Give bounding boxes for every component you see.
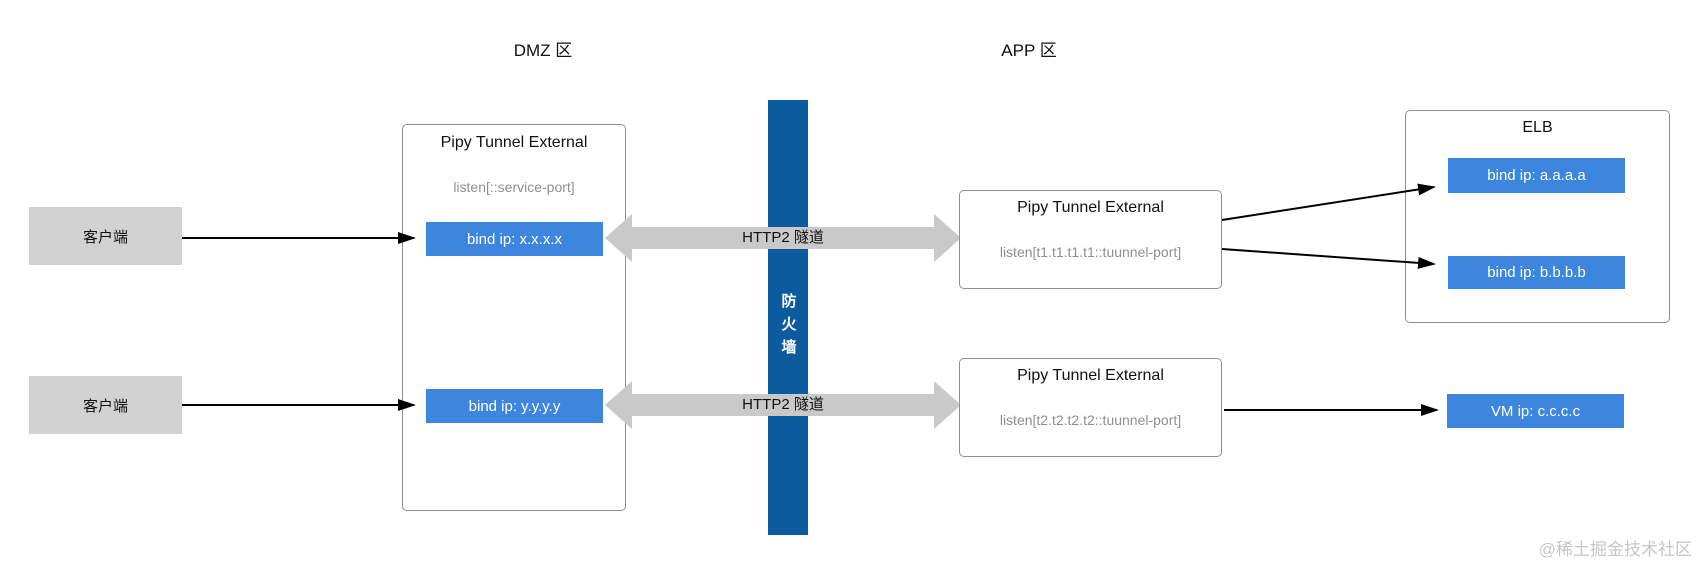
tunnel-arrowhead-left-icon xyxy=(605,381,632,429)
elb-box: ELB bind ip: a.a.a.a bind ip: b.b.b.b xyxy=(1405,110,1670,323)
watermark: @稀土掘金技术社区 xyxy=(1538,540,1692,559)
app-pipy-listen-text-2: listen[t2.t2.t2.t2::tuunnel-port] xyxy=(999,412,1182,428)
tunnel-arrowhead-right-icon xyxy=(934,214,961,262)
app-zone-label: APP 区 xyxy=(1001,41,1057,60)
http2-tunnel-arrow-1: HTTP2 隧道 xyxy=(605,214,961,262)
bind-ip-a-chip: bind ip: a.a.a.a xyxy=(1448,158,1625,193)
tunnel-band xyxy=(629,227,937,249)
client-box-1: 客户端 xyxy=(29,207,182,265)
vm-ip-chip: VM ip: c.c.c.c xyxy=(1447,394,1624,428)
bind-ip-y-chip: bind ip: y.y.y.y xyxy=(426,389,603,423)
bind-ip-x-chip: bind ip: x.x.x.x xyxy=(426,222,603,256)
elb-title: ELB xyxy=(1522,119,1553,136)
dmz-pipy-tunnel-box: Pipy Tunnel External listen[::service-po… xyxy=(402,124,626,511)
firewall-label: 防火墙 xyxy=(779,293,797,362)
bind-ip-b-chip: bind ip: b.b.b.b xyxy=(1448,256,1625,289)
app-pipy-title-2: Pipy Tunnel External xyxy=(1017,367,1164,384)
arrow-pipy1-to-elb-b xyxy=(1221,248,1436,269)
client-box-2: 客户端 xyxy=(29,376,182,434)
firewall-bar: 防火墙 xyxy=(768,100,808,535)
http2-tunnel-label-2: HTTP2 隧道 xyxy=(742,396,824,413)
app-pipy-tunnel-box-1: Pipy Tunnel External listen[t1.t1.t1.t1:… xyxy=(959,190,1222,289)
http2-tunnel-label-1: HTTP2 隧道 xyxy=(742,229,824,246)
dmz-pipy-title: Pipy Tunnel External xyxy=(440,134,588,151)
app-pipy-listen-text-1: listen[t1.t1.t1.t1::tuunnel-port] xyxy=(999,244,1182,260)
dmz-pipy-listen-text: listen[::service-port] xyxy=(453,179,575,195)
dmz-zone-label: DMZ 区 xyxy=(513,41,573,60)
http2-tunnel-arrow-2: HTTP2 隧道 xyxy=(605,381,961,429)
tunnel-arrowhead-left-icon xyxy=(605,214,632,262)
arrow-pipy1-to-elb-a xyxy=(1221,183,1436,221)
app-pipy-title-1: Pipy Tunnel External xyxy=(1017,199,1164,216)
app-pipy-tunnel-box-2: Pipy Tunnel External listen[t2.t2.t2.t2:… xyxy=(959,358,1222,457)
tunnel-band xyxy=(629,394,937,416)
tunnel-arrowhead-right-icon xyxy=(934,381,961,429)
